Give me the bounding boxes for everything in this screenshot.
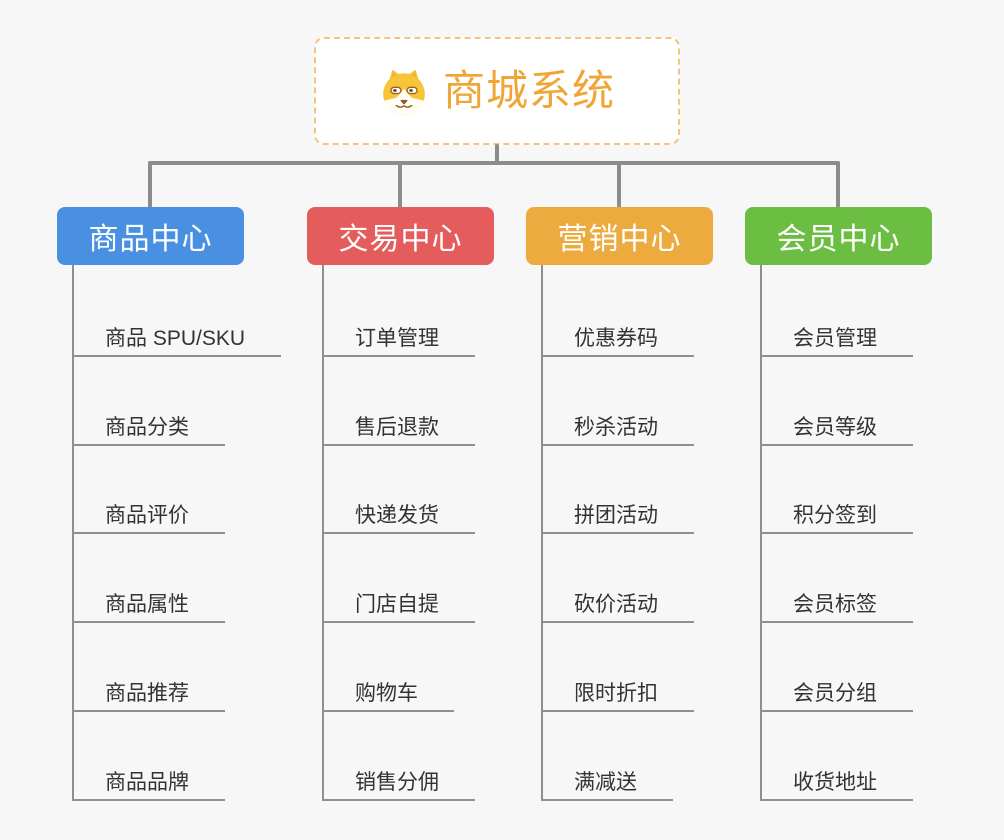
branch-label: 商品中心 xyxy=(88,223,213,256)
branch-node-product-center[interactable]: 商品中心 xyxy=(57,207,244,265)
mindmap-item[interactable]: 商品属性 xyxy=(72,585,225,623)
mindmap-item[interactable]: 商品分类 xyxy=(72,408,225,446)
mindmap-item[interactable]: 售后退款 xyxy=(322,408,475,446)
item-label: 积分签到 xyxy=(793,504,877,527)
dog-face-icon xyxy=(383,69,425,115)
item-label: 商品评价 xyxy=(105,504,189,527)
item-label: 商品推荐 xyxy=(105,682,189,705)
branch-node-trade-center[interactable]: 交易中心 xyxy=(307,207,494,265)
branch-label: 交易中心 xyxy=(338,223,463,256)
mindmap-item[interactable]: 商品 SPU/SKU xyxy=(72,319,282,357)
item-label: 门店自提 xyxy=(355,593,439,616)
item-label: 快递发货 xyxy=(355,504,439,527)
mindmap-item[interactable]: 收货地址 xyxy=(760,763,913,801)
item-label: 销售分佣 xyxy=(355,771,439,794)
mindmap-item[interactable]: 会员标签 xyxy=(760,585,913,623)
item-label: 秒杀活动 xyxy=(574,416,658,439)
mindmap-item[interactable]: 满减送 xyxy=(541,763,673,801)
item-label: 砍价活动 xyxy=(574,593,658,616)
mindmap-item[interactable]: 商品推荐 xyxy=(72,674,225,712)
item-label: 会员管理 xyxy=(793,327,877,350)
item-label: 收货地址 xyxy=(793,771,877,794)
mindmap-item[interactable]: 秒杀活动 xyxy=(541,408,694,446)
item-label: 会员等级 xyxy=(793,416,877,439)
mindmap-item[interactable]: 会员等级 xyxy=(760,408,913,446)
mindmap-item[interactable]: 限时折扣 xyxy=(541,674,694,712)
item-label: 会员分组 xyxy=(793,682,877,705)
item-label: 商品属性 xyxy=(105,593,189,616)
mindmap-item[interactable]: 销售分佣 xyxy=(322,763,475,801)
branch-label: 营销中心 xyxy=(557,223,682,256)
mindmap-item[interactable]: 订单管理 xyxy=(322,319,475,357)
mindmap-item[interactable]: 优惠券码 xyxy=(541,319,694,357)
branch-label: 会员中心 xyxy=(776,223,901,256)
connector-drop xyxy=(148,161,152,208)
connector-root-stem xyxy=(495,144,499,164)
mindmap-item[interactable]: 购物车 xyxy=(322,674,454,712)
connector-horizontal-rail xyxy=(148,161,840,165)
mindmap-item[interactable]: 拼团活动 xyxy=(541,496,694,534)
mindmap-item[interactable]: 积分签到 xyxy=(760,496,913,534)
mindmap-item[interactable]: 商品评价 xyxy=(72,496,225,534)
item-label: 订单管理 xyxy=(355,327,439,350)
item-label: 商品分类 xyxy=(105,416,189,439)
root-node-mall-system[interactable]: 商城系统 xyxy=(314,37,680,145)
mindmap-item[interactable]: 会员管理 xyxy=(760,319,913,357)
connector-drop xyxy=(617,161,621,208)
item-label: 商品品牌 xyxy=(105,771,189,794)
mindmap-item[interactable]: 会员分组 xyxy=(760,674,913,712)
connector-drop xyxy=(398,161,402,208)
mindmap-item[interactable]: 砍价活动 xyxy=(541,585,694,623)
item-label: 限时折扣 xyxy=(574,682,658,705)
mindmap-item[interactable]: 快递发货 xyxy=(322,496,475,534)
connector-drop xyxy=(836,161,840,208)
item-label: 优惠券码 xyxy=(574,327,658,350)
item-label: 会员标签 xyxy=(793,593,877,616)
item-label: 拼团活动 xyxy=(574,504,658,527)
item-label: 满减送 xyxy=(574,771,637,794)
item-label: 购物车 xyxy=(355,682,418,705)
mindmap-item[interactable]: 门店自提 xyxy=(322,585,475,623)
branch-node-member-center[interactable]: 会员中心 xyxy=(745,207,932,265)
item-label: 商品 SPU/SKU xyxy=(105,327,246,350)
item-label: 售后退款 xyxy=(355,416,439,439)
branch-node-marketing-center[interactable]: 营销中心 xyxy=(526,207,713,265)
mindmap-item[interactable]: 商品品牌 xyxy=(72,763,225,801)
root-title: 商城系统 xyxy=(442,67,615,114)
